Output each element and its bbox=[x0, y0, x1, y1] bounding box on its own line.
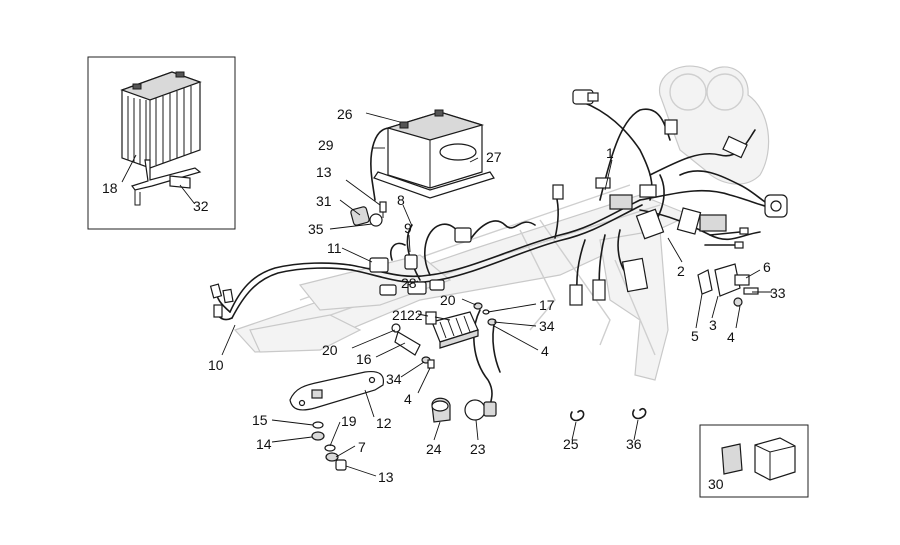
inset-battery-box bbox=[87, 56, 236, 230]
callout-36: 36 bbox=[626, 436, 642, 452]
clip-icon bbox=[570, 407, 647, 422]
callout-3: 3 bbox=[709, 317, 717, 333]
callout-13a: 13 bbox=[316, 164, 332, 180]
callout-31: 31 bbox=[316, 193, 332, 209]
grommet-icon bbox=[350, 206, 383, 227]
bracket-small bbox=[391, 323, 435, 369]
callout-25: 25 bbox=[563, 436, 579, 452]
callout-10: 10 bbox=[208, 357, 224, 373]
callout-7: 7 bbox=[358, 439, 366, 455]
callout-33: 33 bbox=[770, 285, 786, 301]
callout-5: 5 bbox=[691, 328, 699, 344]
fastener-stack bbox=[311, 421, 347, 471]
callout-20b: 20 bbox=[440, 292, 456, 308]
callout-15: 15 bbox=[252, 412, 268, 428]
callout-35: 35 bbox=[308, 221, 324, 237]
callout-23: 23 bbox=[470, 441, 486, 457]
switch-icon bbox=[431, 397, 451, 423]
callout-28: 28 bbox=[401, 275, 417, 291]
callout-17: 17 bbox=[539, 297, 555, 313]
callout-4a: 4 bbox=[727, 329, 735, 345]
callout-14: 14 bbox=[256, 436, 272, 452]
bracket-right bbox=[697, 263, 759, 307]
callout-27: 27 bbox=[486, 149, 502, 165]
leader-lines bbox=[221, 159, 772, 477]
callout-6: 6 bbox=[763, 259, 771, 275]
callout-16: 16 bbox=[356, 351, 372, 367]
wiring-harness bbox=[209, 89, 788, 406]
callout-9: 9 bbox=[404, 220, 412, 236]
callout-18: 18 bbox=[102, 180, 118, 196]
relay-icon bbox=[721, 437, 796, 481]
callout-29: 29 bbox=[318, 137, 334, 153]
screw-icon bbox=[379, 201, 387, 218]
battery-bracket-icon bbox=[131, 159, 202, 206]
fastener-right bbox=[473, 302, 497, 326]
sensor-icon bbox=[464, 399, 497, 421]
callout-8: 8 bbox=[397, 192, 405, 208]
callout-1: 1 bbox=[606, 145, 614, 161]
inset-relay-box bbox=[699, 424, 809, 498]
callout-20a: 20 bbox=[322, 342, 338, 358]
callout-4c: 4 bbox=[404, 391, 412, 407]
callout-19: 19 bbox=[341, 413, 357, 429]
fuse-box-icon bbox=[425, 311, 479, 349]
callout-13b: 13 bbox=[378, 469, 394, 485]
callout-11: 11 bbox=[327, 240, 342, 256]
callout-2: 2 bbox=[677, 263, 685, 279]
callout-34b: 34 bbox=[386, 371, 402, 387]
battery-small-icon bbox=[120, 71, 202, 169]
callout-21: 21 bbox=[392, 307, 408, 323]
callout-labels: 1 2 3 4 4 4 5 6 7 8 9 10 11 12 13 13 14 … bbox=[102, 106, 786, 492]
callout-22: 22 bbox=[407, 307, 423, 323]
main-battery bbox=[365, 109, 495, 201]
callout-34a: 34 bbox=[539, 318, 555, 334]
callout-12: 12 bbox=[376, 415, 392, 431]
callout-4b: 4 bbox=[541, 343, 549, 359]
callout-26: 26 bbox=[337, 106, 353, 122]
callout-30: 30 bbox=[708, 476, 724, 492]
callout-24: 24 bbox=[426, 441, 442, 457]
mounting-plate bbox=[289, 370, 385, 411]
callout-32: 32 bbox=[193, 198, 209, 214]
